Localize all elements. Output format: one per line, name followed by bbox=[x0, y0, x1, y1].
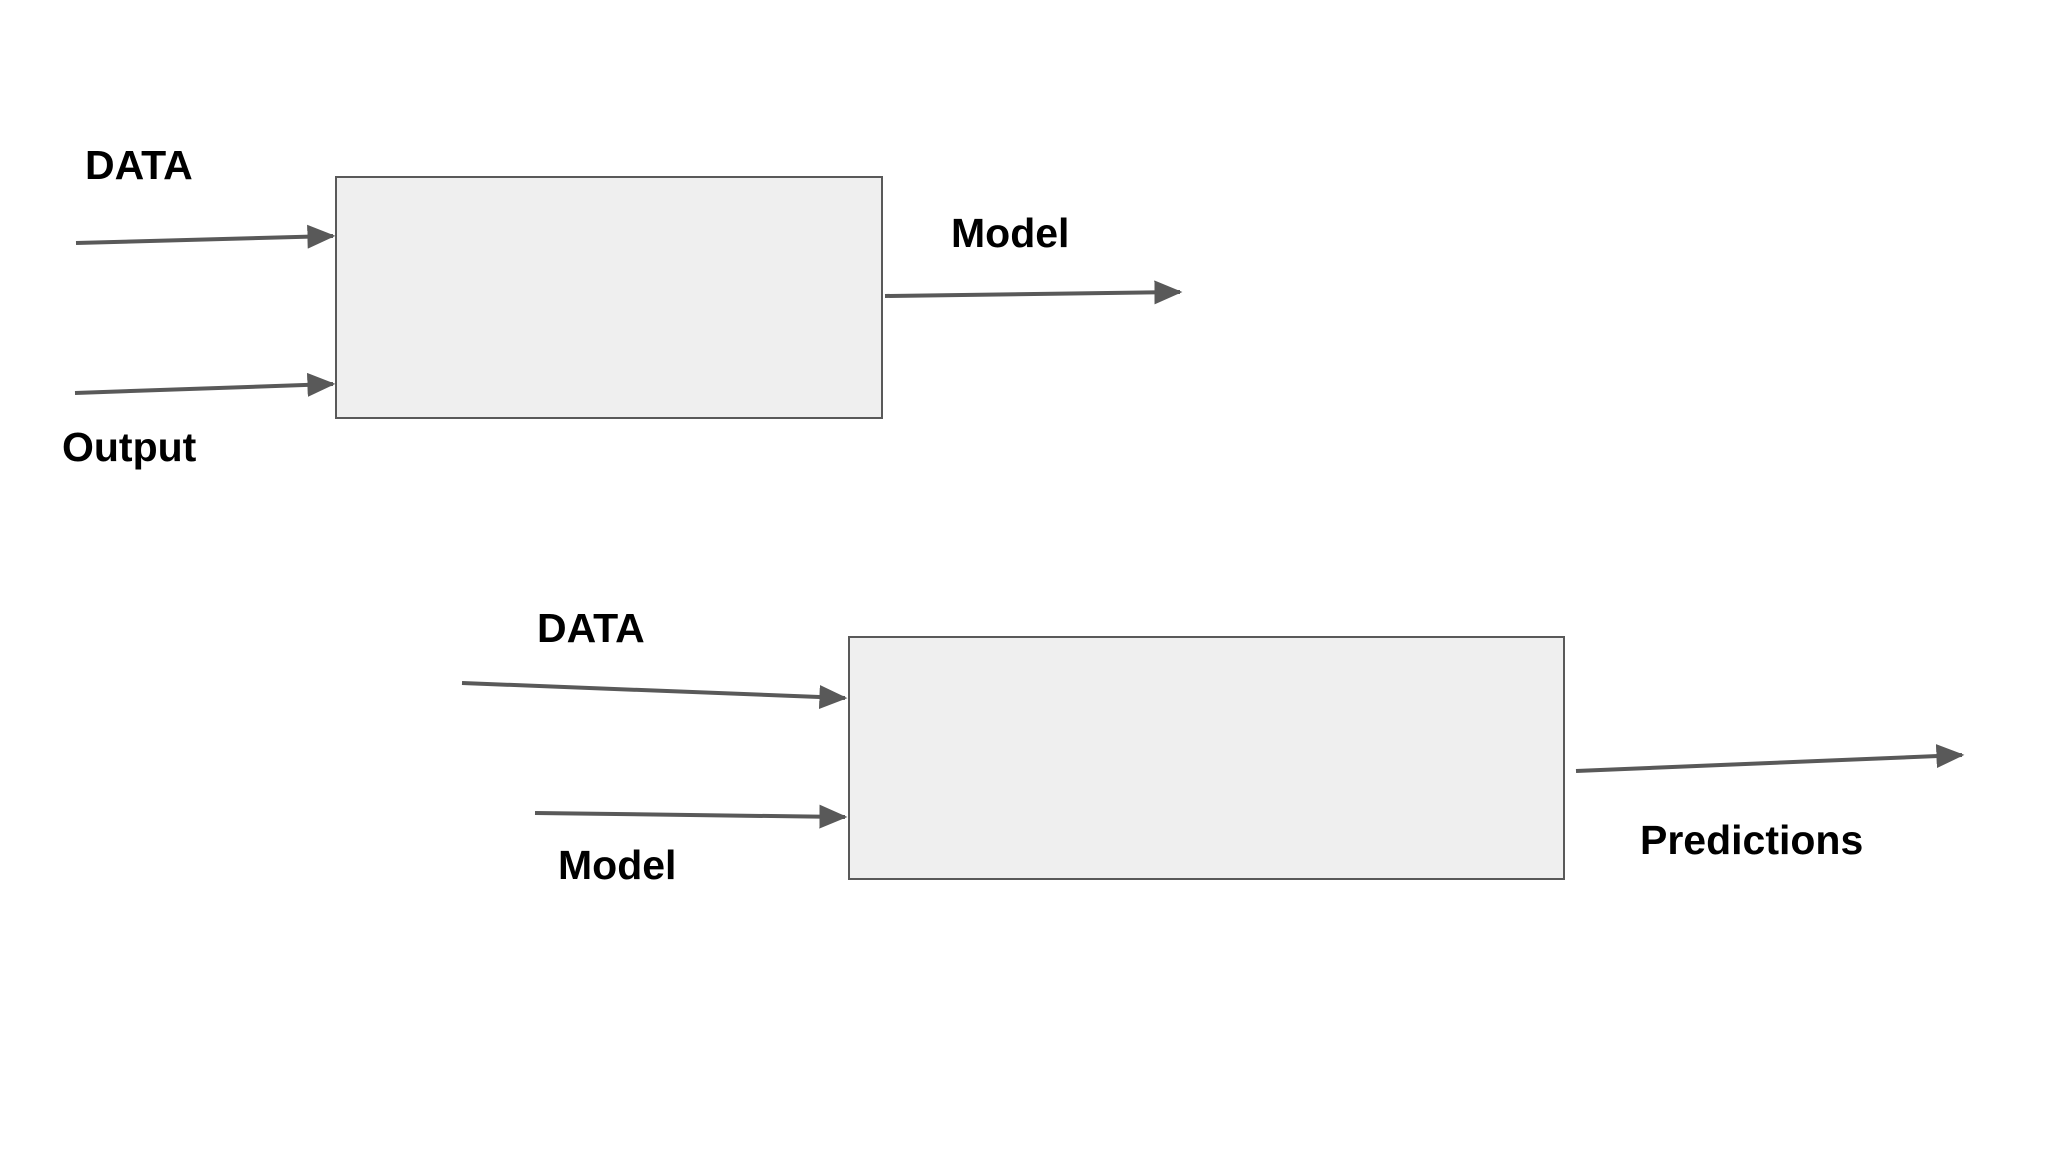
process-box-inference bbox=[848, 636, 1565, 880]
arrow-inference-phase-output-0 bbox=[1575, 744, 1965, 773]
arrow-inference-phase-input-1 bbox=[534, 804, 848, 829]
arrow-training-phase-input-1 bbox=[74, 372, 336, 397]
arrow-training-phase-input-0 bbox=[75, 224, 336, 249]
arrow-training-phase-output-0 bbox=[884, 280, 1183, 305]
label-training-data: DATA bbox=[85, 142, 193, 188]
label-inference-data: DATA bbox=[537, 605, 645, 651]
label-inference-predictions: Predictions bbox=[1640, 817, 1864, 863]
process-box-training bbox=[335, 176, 883, 419]
label-training-output: Output bbox=[62, 424, 197, 470]
label-training-model: Model bbox=[951, 210, 1070, 256]
label-inference-model: Model bbox=[558, 842, 677, 888]
arrow-inference-phase-input-0 bbox=[461, 681, 848, 709]
